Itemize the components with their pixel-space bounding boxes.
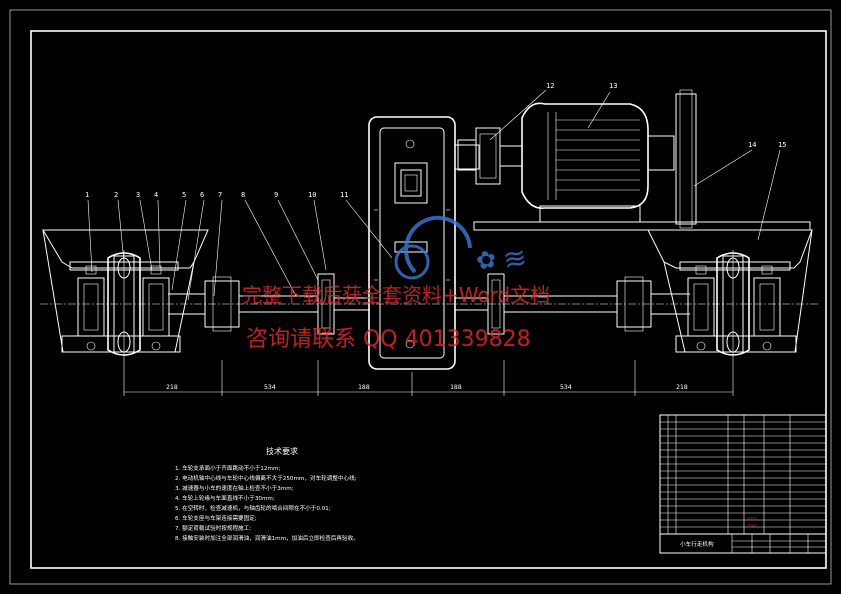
dimension-label: 534 <box>264 383 276 391</box>
part-label-6: 6 <box>200 191 204 199</box>
left-wheel-assembly <box>42 229 209 360</box>
part-label-9: 9 <box>274 191 278 199</box>
technical-notes: 技术要求 1. 车轮支承面小于齐面跳动不小于12mm; 2. 电动机轴中心线与车… <box>175 446 359 542</box>
part-number-labels: 1 2 3 4 5 6 7 8 9 10 11 12 13 14 15 <box>85 82 786 199</box>
note-line: 1. 车轮支承面小于齐面跳动不小于12mm; <box>175 464 280 472</box>
bom-material-column: ZG55 ZG45 <box>747 517 757 528</box>
dimension-line <box>123 360 734 396</box>
part-label-7: 7 <box>218 191 222 199</box>
part-label-3: 3 <box>136 191 140 199</box>
dimension-label: 218 <box>166 383 178 391</box>
logo-watermark: ✿ ≋ <box>394 215 529 280</box>
part-label-5: 5 <box>182 191 186 199</box>
notes-title: 技术要求 <box>266 446 298 456</box>
part-label-4: 4 <box>154 191 158 199</box>
svg-text:≋: ≋ <box>500 240 529 277</box>
note-line: 4. 车轮上轮缘与车面直线不小于30mm; <box>175 494 275 502</box>
part-label-2: 2 <box>114 191 118 199</box>
bom-material: ZG45 <box>747 524 757 528</box>
note-line: 7. 额定荷载试验时按规程施工; <box>175 524 251 532</box>
note-line: 2. 电动机轴中心线与车轮中心线偏离不大于250mm，对车轮调整中心线; <box>175 474 357 482</box>
part-label-14: 14 <box>748 141 756 149</box>
left-shaft <box>168 273 370 335</box>
part-label-8: 8 <box>241 191 245 199</box>
note-line: 6. 车轮支座与车架连接需要固定; <box>175 514 257 522</box>
motor-assembly <box>457 89 811 231</box>
dimension-label: 218 <box>676 383 688 391</box>
watermark-line-2: 咨询请联系 QQ 401339828 <box>246 327 531 352</box>
part-label-1: 1 <box>85 191 89 199</box>
dimension-label: 188 <box>358 383 370 391</box>
sheet-border-inner <box>30 30 827 569</box>
part-label-11: 11 <box>340 191 348 199</box>
title-block <box>659 414 827 554</box>
part-label-12: 12 <box>546 82 554 90</box>
dimension-labels: 218 534 188 188 534 218 <box>166 383 688 391</box>
part-label-15: 15 <box>778 141 786 149</box>
part-label-13: 13 <box>609 82 617 90</box>
dimension-label: 188 <box>450 383 462 391</box>
dimension-label: 534 <box>560 383 572 391</box>
watermark-line-1: 完整下载后获全套资料+Word文档 <box>242 283 550 307</box>
note-line: 5. 在空转时，检查减速机，与轴齿轮的啮合间隙在不小于0.01; <box>175 504 331 512</box>
leader-lines <box>87 89 781 301</box>
right-shaft <box>455 273 690 335</box>
part-label-10: 10 <box>308 191 316 199</box>
sheet-border-outer <box>9 9 832 585</box>
note-line: 3. 减速器与小车的速度在轴上检查不小于3mm; <box>175 484 294 492</box>
note-line: 8. 接触安装时加注全部润滑油，润滑油1mm，加油后立即检查后再验收。 <box>175 534 359 542</box>
drawing-title: 小车行走机构 <box>680 540 714 548</box>
bom-material: ZG55 <box>747 517 757 521</box>
watermark: 完整下载后获全套资料+Word文档 咨询请联系 QQ 401339828 <box>242 283 550 352</box>
right-wheel-assembly <box>647 229 813 360</box>
